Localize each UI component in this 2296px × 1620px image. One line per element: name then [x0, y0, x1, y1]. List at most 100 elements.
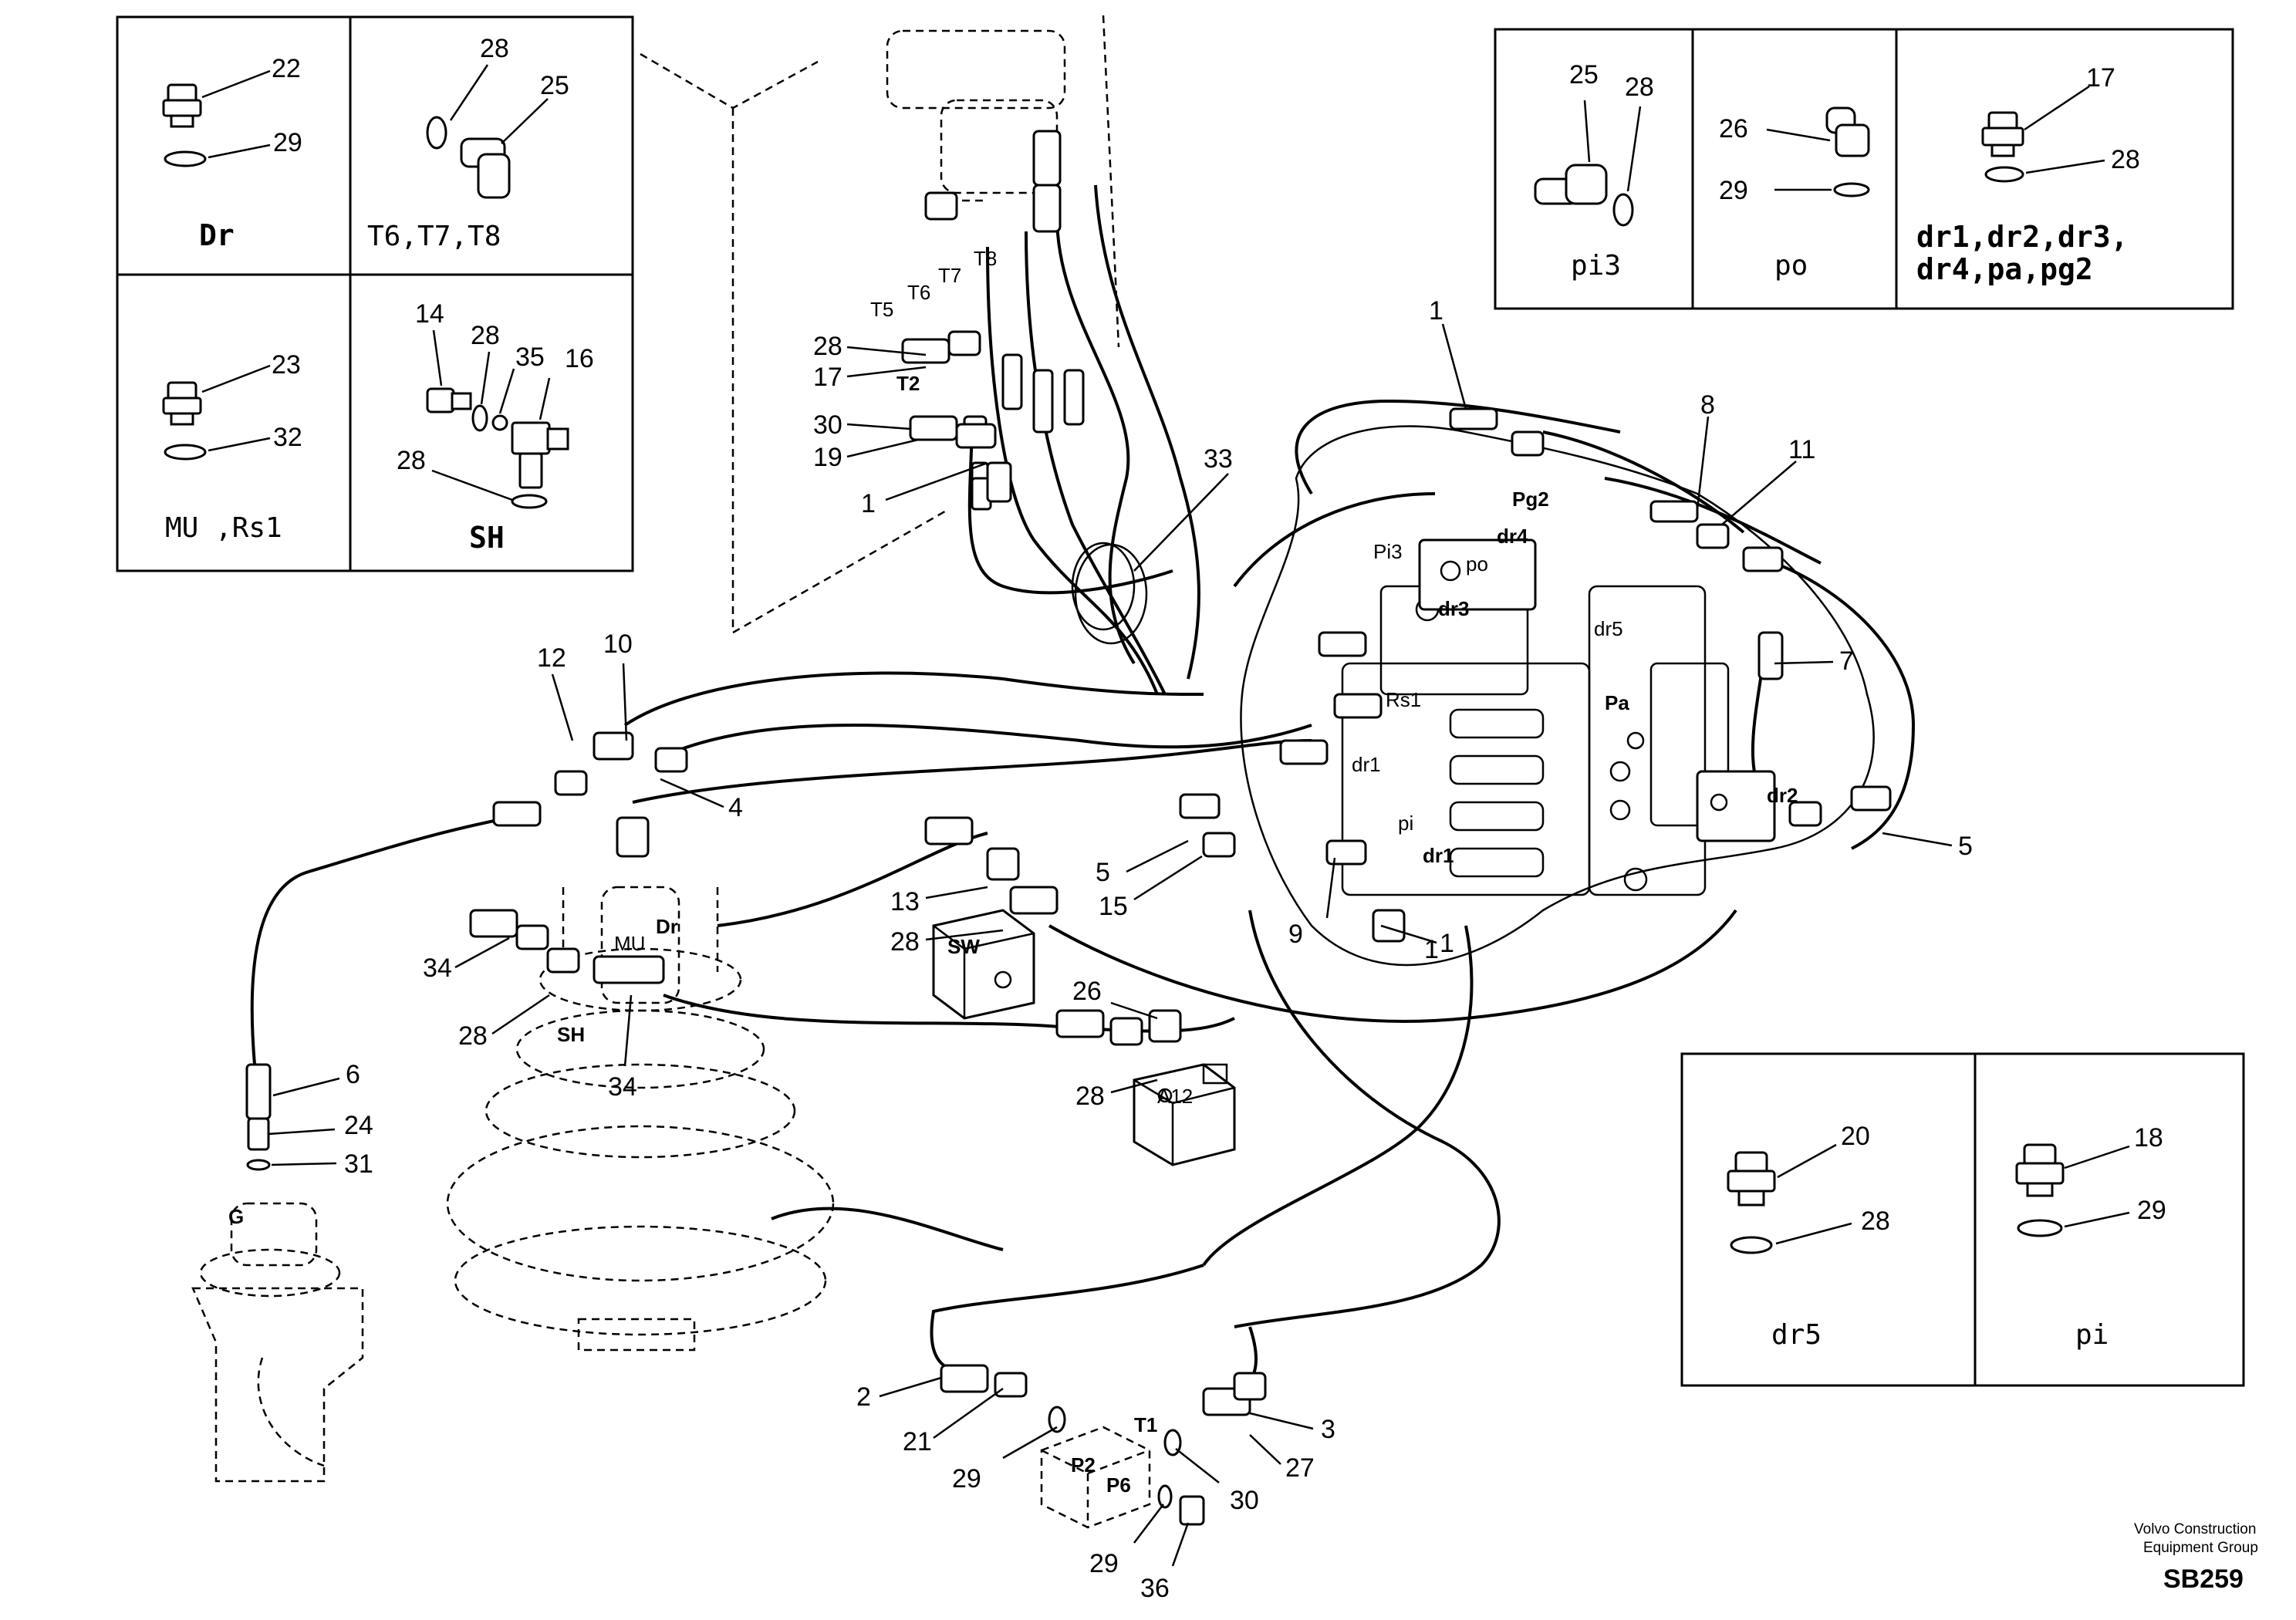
port-pi3: Pi3	[1373, 540, 1403, 563]
callout-leaders	[268, 323, 1953, 1567]
block-a12	[1133, 1063, 1236, 1166]
callout-33: 33	[1204, 444, 1233, 474]
callout-25-pi3: 25	[1569, 60, 1599, 89]
callout-30-tank: 30	[813, 410, 842, 440]
detail-box-top-left: 22 29 Dr 28 25 T6,T7,T8 23 32 MU ,Rs1	[116, 15, 634, 572]
elbow-25-icon	[460, 137, 511, 199]
port-dr3: dr3	[1438, 597, 1469, 620]
port-dr: Dr	[656, 915, 678, 938]
callout-1-mid: 1	[1440, 929, 1454, 958]
callout-23: 23	[272, 350, 301, 380]
callout-4: 4	[728, 793, 743, 822]
o-ring-28-sh-lower-icon	[511, 494, 548, 509]
callout-32: 32	[273, 423, 302, 452]
callout-17-detail: 17	[2086, 63, 2115, 93]
port-t6: T6	[907, 281, 930, 304]
fitting-20-icon	[1727, 1151, 1776, 1254]
callout-7: 7	[1839, 646, 1854, 676]
block-dr2	[1696, 770, 1776, 842]
caption-mu-rs1: MU ,Rs1	[165, 512, 282, 544]
port-p6: P6	[1106, 1473, 1131, 1497]
company-line-1: Volvo Construction	[2134, 1521, 2256, 1537]
callout-6: 6	[346, 1060, 360, 1089]
fitting-18-icon	[2015, 1143, 2065, 1237]
port-dr5: dr5	[1594, 617, 1623, 640]
callout-8: 8	[1700, 390, 1715, 420]
callout-24: 24	[344, 1111, 373, 1140]
callout-28-dr5: 28	[1861, 1207, 1890, 1236]
callout-2: 2	[856, 1382, 871, 1412]
caption-dr5: dr5	[1771, 1319, 1822, 1351]
callout-29: 29	[273, 128, 302, 157]
callout-15: 15	[1099, 892, 1128, 921]
callout-29-plug: 29	[1089, 1549, 1119, 1578]
callout-21: 21	[903, 1427, 932, 1456]
callout-30-block: 30	[1230, 1486, 1259, 1515]
callout-numbers: 1 8 11 33 7 5 1 28 17 30 19 1 12 10 4 5 …	[344, 296, 1973, 1603]
callout-29-pi: 29	[2137, 1196, 2166, 1225]
detail-box-top-right: 25 28 pi3 26 29 po 17 28 dr1,dr2,dr3, dr…	[1494, 28, 2234, 310]
callout-13: 13	[890, 887, 920, 916]
fitting-17-icon	[1981, 111, 2024, 183]
caption-t6-t7-t8: T6,T7,T8	[367, 221, 501, 252]
port-pi: pi	[1398, 812, 1413, 835]
port-pg2: Pg2	[1512, 488, 1549, 511]
caption-dr4-pg2: dr4,pa,pg2	[1916, 252, 2093, 286]
port-t2: T2	[896, 372, 920, 395]
port-rs1: Rs1	[1386, 688, 1421, 711]
callout-35: 35	[515, 343, 545, 372]
callout-28-sw: 28	[890, 927, 920, 957]
callout-27: 27	[1285, 1453, 1315, 1483]
caption-dr1-dr3: dr1,dr2,dr3,	[1916, 220, 2129, 254]
callout-28: 28	[480, 34, 509, 63]
port-t5: T5	[870, 298, 893, 321]
callout-28-a12: 28	[1075, 1082, 1105, 1111]
detail-box-bottom-right: 20 28 dr5 18 29 pi	[1680, 1052, 2245, 1387]
callout-11: 11	[1788, 435, 1815, 464]
elbow-25-pi3-icon	[1534, 164, 1608, 205]
port-mu: MU	[614, 932, 645, 955]
callout-28-pi3: 28	[1625, 73, 1654, 102]
hose-fittings	[245, 130, 1892, 1526]
callout-5-right: 5	[1958, 832, 1973, 861]
callout-3: 3	[1321, 1415, 1335, 1444]
port-g: G	[228, 1205, 244, 1228]
fitting-23-icon	[162, 381, 207, 461]
callout-19: 19	[813, 443, 842, 472]
fitting-22-icon	[162, 83, 207, 167]
callout-29-block: 29	[952, 1464, 981, 1493]
swing-motor-outline	[446, 886, 835, 1352]
elbow-26-po-icon	[1825, 106, 1870, 157]
caption-pi: pi	[2075, 1319, 2109, 1351]
caption-pi3: pi3	[1571, 250, 1621, 282]
company-line-2: Equipment Group	[2143, 1540, 2258, 1556]
callout-20: 20	[1841, 1122, 1870, 1151]
callout-17: 17	[813, 363, 842, 392]
hose-lines	[250, 184, 1916, 1398]
callout-28-sh-lower: 28	[397, 446, 426, 475]
port-t1: T1	[1134, 1413, 1157, 1436]
callout-14: 14	[415, 299, 444, 329]
port-dr1-upper: dr1	[1352, 753, 1381, 776]
o-ring-28-sh-icon	[471, 404, 488, 432]
o-ring-28-pi3-icon	[1612, 193, 1634, 227]
callout-22: 22	[272, 54, 301, 83]
port-t8: T8	[974, 247, 997, 270]
block-sw	[932, 909, 1035, 1020]
callout-36: 36	[1140, 1574, 1170, 1603]
block-po	[1418, 538, 1537, 611]
port-dr2: dr2	[1767, 784, 1798, 807]
caption-dr: Dr	[199, 218, 235, 252]
port-dr4: dr4	[1497, 525, 1528, 548]
callout-28-detail: 28	[2111, 145, 2140, 174]
port-p2: P2	[1071, 1453, 1096, 1477]
adapter-14-icon	[426, 387, 472, 413]
block-p2-p6	[1040, 1426, 1151, 1529]
callout-18: 18	[2134, 1123, 2163, 1153]
o-ring-29-po-icon	[1833, 182, 1870, 197]
drawing-code: SB259	[2163, 1564, 2244, 1594]
port-pa: Pa	[1605, 691, 1629, 714]
tank-outline	[640, 15, 1120, 634]
callout-28-tank: 28	[813, 332, 842, 361]
